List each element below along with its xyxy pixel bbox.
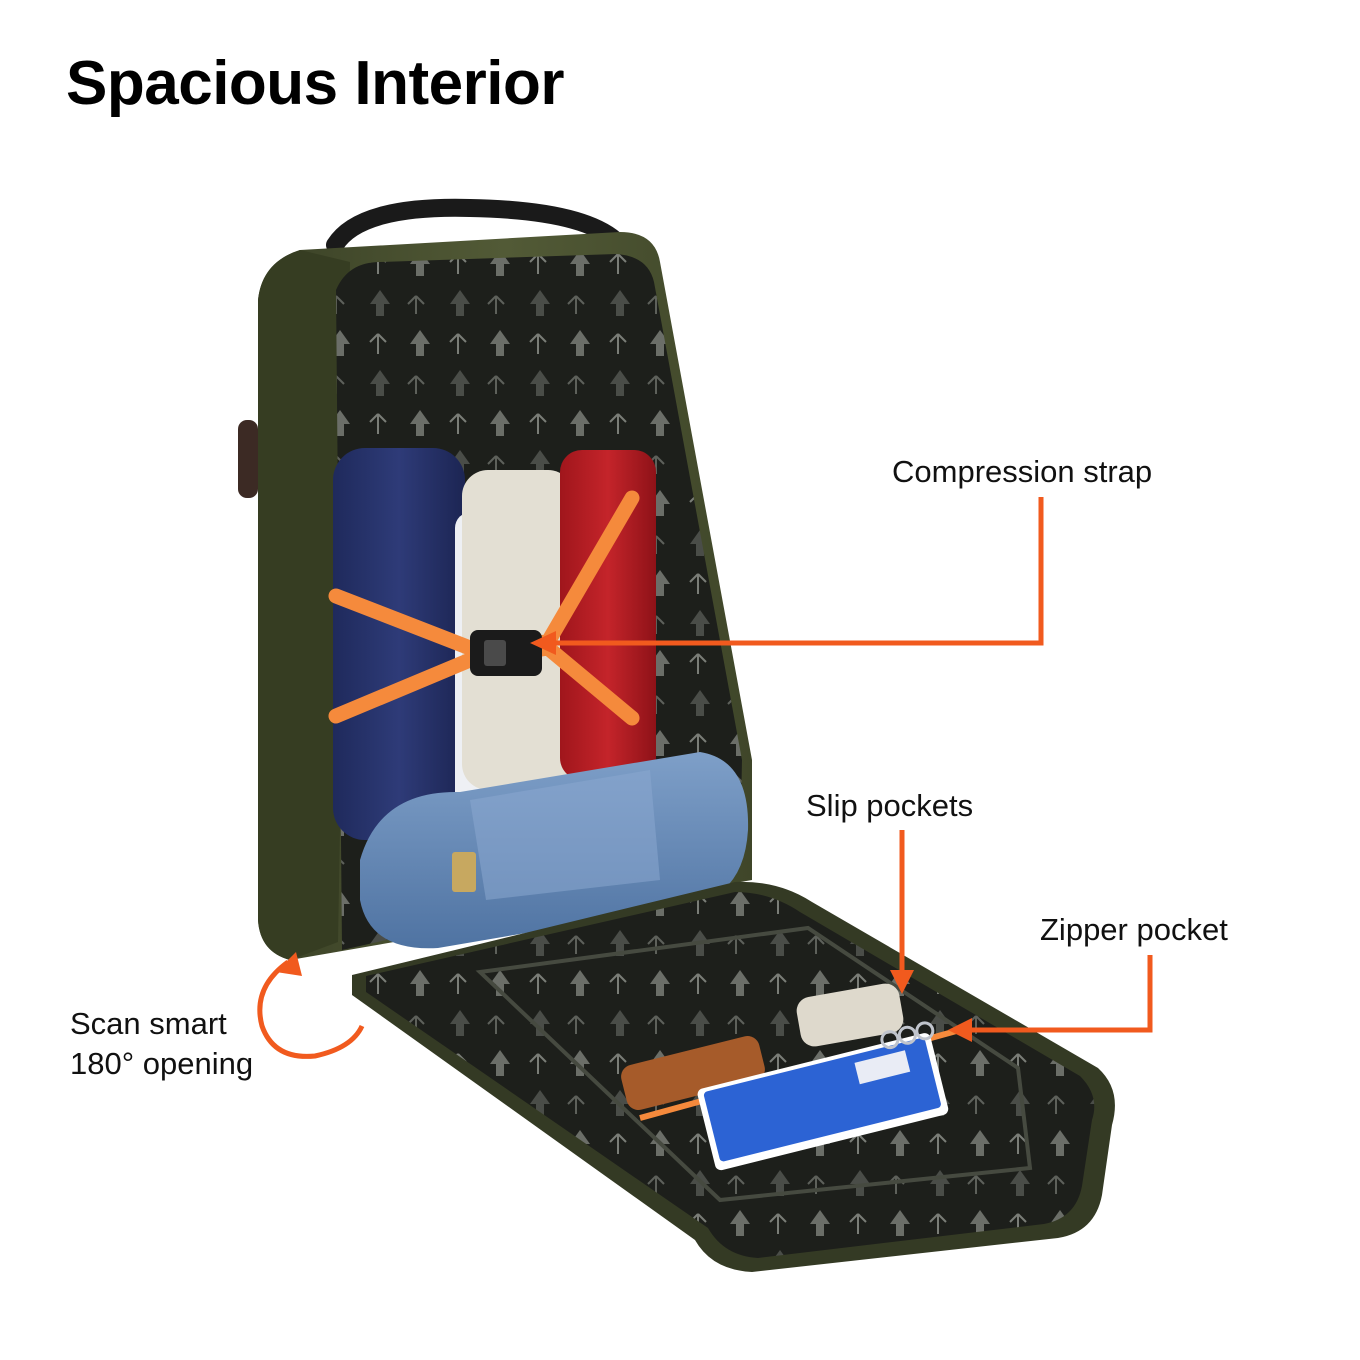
callout-slip-pockets: Slip pockets [806,788,974,823]
callout-scan-smart-line1: Scan smart [70,1006,227,1041]
page-title: Spacious Interior [66,49,564,118]
callout-zipper-pocket: Zipper pocket [1040,912,1228,947]
callout-scan-smart: Scan smart 180° opening [70,1004,253,1085]
callout-compression-strap: Compression strap [892,454,1153,489]
callout-scan-smart-line2: 180° opening [70,1046,254,1082]
